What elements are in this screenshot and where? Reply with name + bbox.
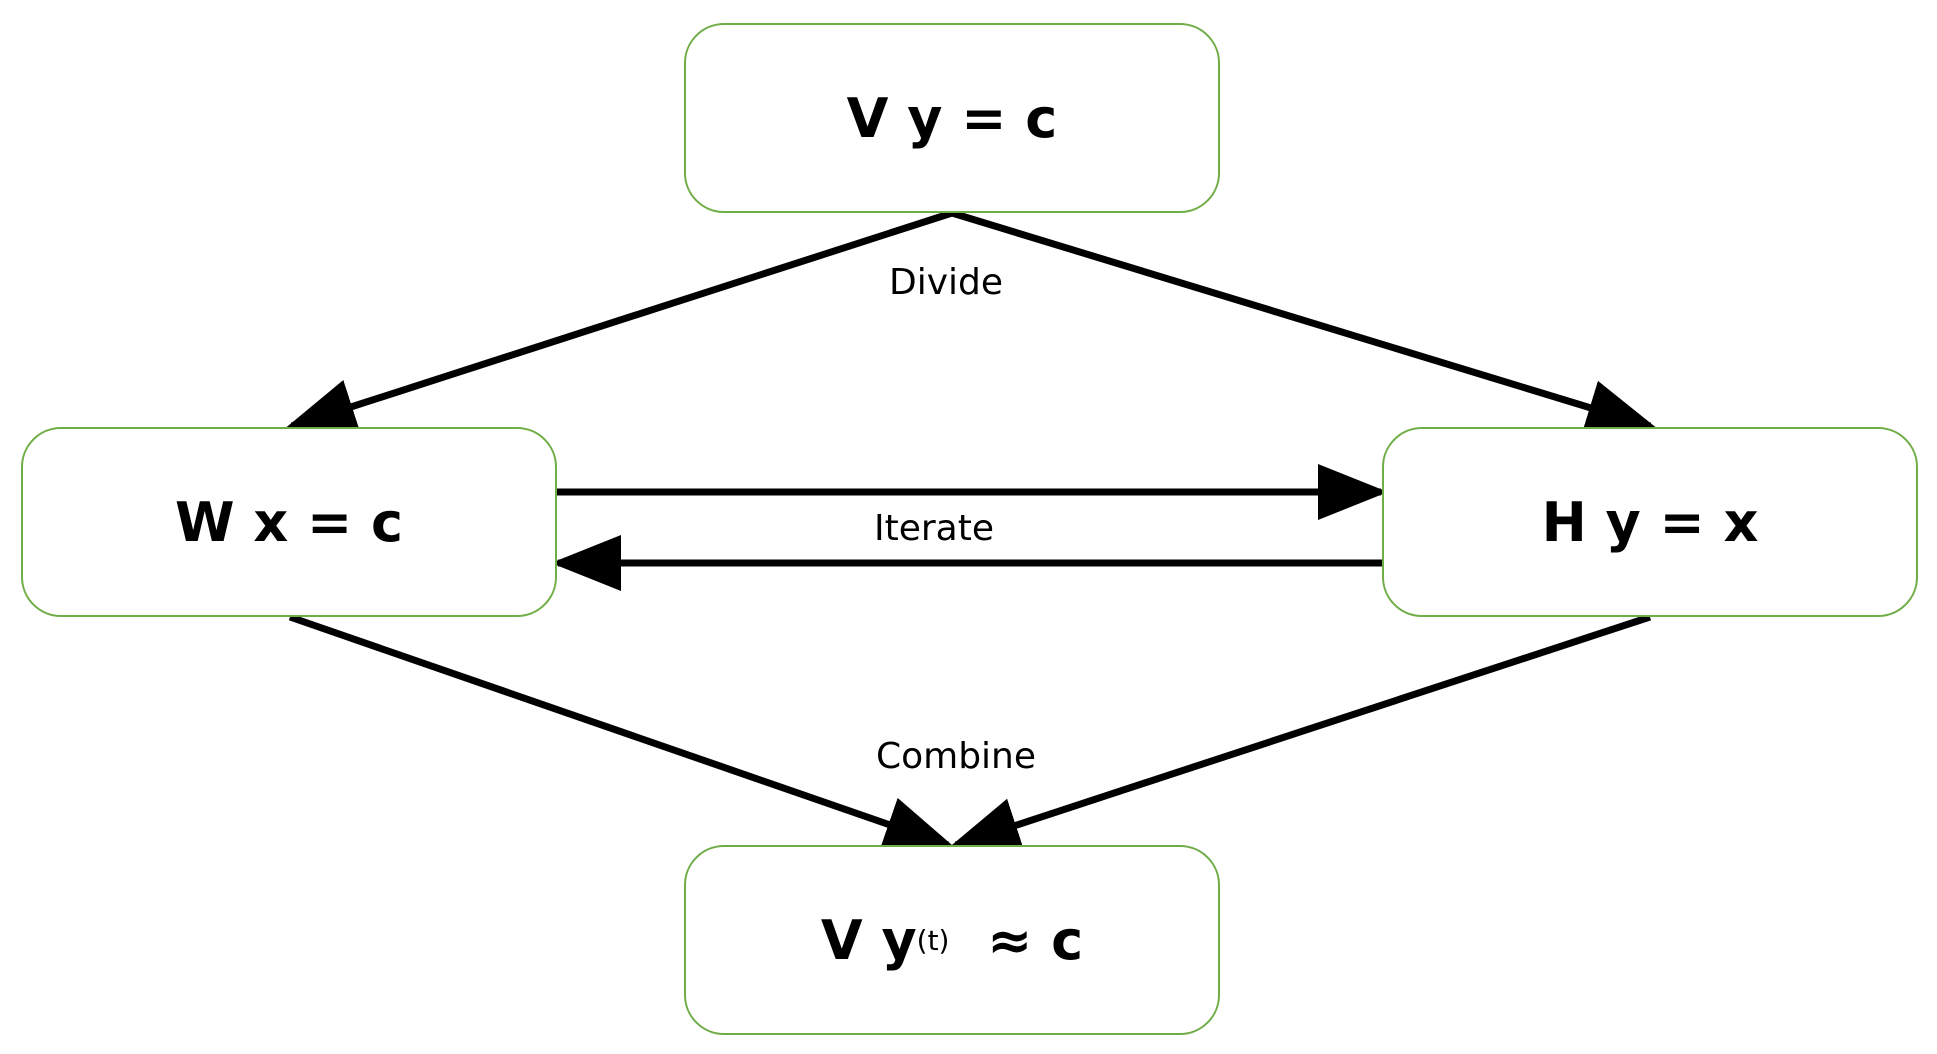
arrow-left-to-bottom xyxy=(288,613,955,851)
node-left-equation: W x = c xyxy=(21,427,557,617)
edge-label-divide: Divide xyxy=(888,262,1004,303)
node-top-text: V y = c xyxy=(846,86,1058,150)
node-right-equation: H y = x xyxy=(1382,427,1918,617)
node-right-text: H y = x xyxy=(1541,490,1759,554)
edge-label-combine: Combine xyxy=(875,736,1037,777)
arrow-right-to-bottom xyxy=(949,613,1652,852)
node-left-text: W x = c xyxy=(174,490,404,554)
node-bottom-text: V y xyxy=(820,908,917,972)
node-top-equation: V y = c xyxy=(684,23,1220,213)
arrow-top-to-left xyxy=(285,209,954,434)
node-bottom-rest: ≈ c xyxy=(949,908,1084,972)
node-bottom-subscript: (t) xyxy=(916,923,950,957)
node-bottom-equation: V y(t) ≈ c xyxy=(684,845,1220,1035)
edge-label-iterate: Iterate xyxy=(873,508,995,549)
arrow-top-to-right xyxy=(950,209,1657,435)
